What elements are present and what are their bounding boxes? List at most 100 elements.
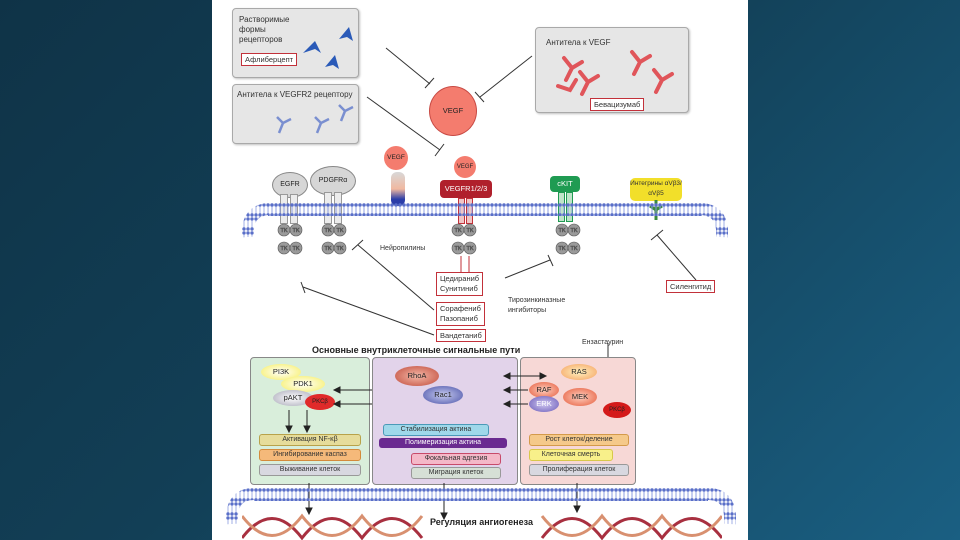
output-focal-adhesion: Фокальная адгезия	[411, 453, 501, 465]
output-cell-growth: Рост клеток/деление	[529, 434, 629, 446]
soluble-receptor-icon	[303, 41, 321, 53]
antibody-icon	[630, 50, 652, 76]
angiogenesis-label: Регуляция ангиогенеза	[430, 517, 533, 527]
node-rac1: Rac1	[423, 386, 463, 404]
tk-label: TK	[558, 246, 565, 252]
soluble-receptor-icon	[325, 55, 339, 69]
node-erk: ERK	[529, 396, 559, 412]
inhibition-line-vandetanib	[302, 286, 435, 336]
node-rhoa-label: RhoA	[407, 371, 427, 380]
drug-cediranib: Цедираниб	[440, 274, 480, 283]
diagram-slide: Растворимые формы рецепторов Афлиберцепт…	[212, 0, 748, 540]
soluble-receptors-title: Растворимые формы рецепторов	[239, 15, 290, 44]
node-mek-label: MEK	[571, 392, 589, 401]
node-pkcb-green: PKCβ	[305, 394, 335, 410]
vegfr-label: VEGFR1/2/3	[444, 184, 488, 193]
drug-aflibercept: Афлиберцепт	[241, 53, 298, 66]
node-pdk1-label: PDK1	[293, 379, 313, 388]
tk-pair-ckit: TK TK TK TK	[555, 223, 581, 255]
tk-label: TK	[292, 246, 299, 252]
inhibition-line-tki	[504, 259, 551, 279]
tk-label: TK	[280, 246, 287, 252]
node-pakt-label: pAKT	[283, 393, 303, 402]
vegf-ligand-main: VEGF	[429, 86, 477, 136]
vegf-ligand-neuropilin: VEGF	[384, 146, 408, 170]
pdgfr-label: PDGFRα	[318, 177, 348, 184]
drug-sorafenib: Сорафениб	[440, 304, 481, 313]
tk-label: TK	[336, 228, 343, 234]
tk-label: TK	[324, 246, 331, 252]
dna-helix-left	[242, 513, 424, 540]
neuropilins-label: Нейропилины	[380, 245, 426, 252]
node-rac1-label: Rac1	[434, 390, 452, 399]
output-actin-stabilization: Стабилизация актина	[383, 424, 489, 436]
drug-cilengitide: Силенгитид	[666, 280, 716, 293]
output-nfkb: Активация NF-κβ	[259, 434, 361, 446]
soluble-receptor-icons	[303, 27, 353, 69]
antibody-icon	[556, 78, 578, 93]
tk-label: TK	[466, 228, 473, 234]
arrows-down	[285, 410, 311, 434]
tk-label: TK	[570, 246, 577, 252]
inhibition-line-aflibercept	[385, 47, 431, 85]
node-pkcb-red: PKCβ	[603, 402, 631, 418]
integrins-receptor: Интегрины αVβ3/αVβ5	[630, 178, 682, 201]
drug-pazopanib: Пазопаниб	[440, 314, 478, 323]
soluble-receptors-box: Растворимые формы рецепторов Афлиберцепт	[232, 8, 359, 78]
tk-label: TK	[570, 228, 577, 234]
node-pi3k: PI3K	[261, 364, 301, 380]
node-erk-label: ERK	[536, 399, 552, 408]
node-raf: RAF	[529, 382, 559, 398]
node-ras-label: RAS	[571, 367, 587, 376]
pathways-title: Основные внутриклеточные сигнальные пути	[312, 345, 521, 355]
egfr-receptor-head: EGFR	[272, 172, 308, 198]
tki-label: Тирозинкиназные ингибиторы	[508, 297, 566, 314]
antibody-icons	[276, 104, 354, 134]
node-pdk1: PDK1	[281, 376, 325, 392]
inhibition-line-bevacizumab	[479, 55, 533, 98]
drug-bevacizumab: Бевацизумаб	[590, 98, 645, 111]
antibody-icon	[314, 116, 330, 134]
vegf-receptor-ligand-label: VEGF	[456, 164, 474, 170]
inhibition-line-cilengitide	[656, 234, 697, 281]
node-pi3k-label: PI3K	[272, 367, 290, 376]
output-cell-death: Клеточная смерть	[529, 449, 613, 461]
anti-vegf-box: Антитела к VEGF Бевацизумаб	[535, 27, 689, 113]
node-pakt: pAKT	[273, 390, 313, 406]
node-ras: RAS	[561, 364, 597, 380]
tk-label: TK	[454, 228, 461, 234]
node-mek: MEK	[563, 388, 597, 406]
pathway-panel-ras: RAS RAF ERK MEK PKCβ Рост клеток/деление…	[520, 357, 636, 485]
antibody-icon	[578, 70, 600, 96]
dna-helix-right	[540, 513, 722, 540]
pathway-panel-pi3k: PI3K PDK1 pAKT PKCβ Активация NF-κβ Инги…	[250, 357, 370, 485]
antibody-icon	[276, 116, 292, 134]
anti-vegf-antibody-icons	[556, 50, 674, 96]
node-pkcb-red-label: PKCβ	[609, 407, 625, 413]
pathway-panel-rho: RhoA Rac1 Стабилизация актина Полимериза…	[372, 357, 518, 485]
drug-cediranib-sunitinib: Цедираниб Сунитиниб	[436, 272, 484, 296]
tk-label: TK	[292, 228, 299, 234]
tk-label: TK	[466, 246, 473, 252]
vegf-ligand-receptor: VEGF	[454, 156, 476, 178]
tk-label: TK	[558, 228, 565, 234]
cell-membrane-bottom	[226, 488, 736, 525]
anti-vegf-title: Антитела к VEGF	[546, 38, 611, 47]
output-cell-survival: Выживание клеток	[259, 464, 361, 476]
ckit-receptor: cKIT	[550, 176, 580, 192]
anti-vegfr2-title: Антитела к VEGFR2 рецептору	[237, 90, 353, 99]
egfr-label: EGFR	[280, 181, 300, 188]
dna-helix-icons	[242, 513, 722, 540]
antibody-icon	[562, 56, 584, 82]
cell-membrane-top	[242, 203, 728, 238]
antibody-icon	[652, 68, 674, 94]
integrins-label: Интегрины αVβ3/αVβ5	[630, 180, 682, 197]
node-raf-label: RAF	[536, 385, 552, 394]
inhibition-line-tki-pdgfr	[357, 244, 435, 311]
anti-vegfr2-box: Антитела к VEGFR2 рецептору	[232, 84, 359, 144]
inhibition-line-anti-vegfr2	[366, 96, 441, 151]
drug-sorafenib-pazopanib: Сорафениб Пазопаниб	[436, 302, 485, 326]
